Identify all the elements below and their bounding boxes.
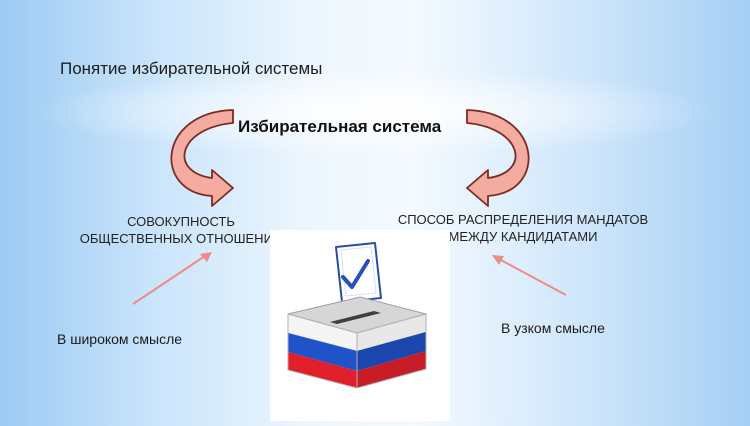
right-sense-label: В узком смысле [501, 320, 605, 336]
left-pointer-arrow-icon [132, 252, 212, 305]
left-curved-arrow-icon [170, 109, 234, 207]
left-sense-label: В широком смысле [57, 331, 183, 347]
left-definition-line-1: СОВОКУПНОСТЬ [127, 214, 235, 229]
ballot-card [335, 242, 382, 303]
check-mark-icon [341, 259, 370, 289]
right-definition-line-1: СПОСОБ РАСПРЕДЕЛЕНИЯ МАНДАТОВ [397, 212, 649, 227]
right-curved-arrow-icon [466, 109, 530, 207]
slide-title: Понятие избирательной системы [60, 59, 323, 78]
center-label: Избирательная система [238, 117, 442, 136]
right-definition-line-2: МЕЖДУ КАНДИДАТАМИ [448, 229, 598, 244]
right-definition: СПОСОБ РАСПРЕДЕЛЕНИЯ МАНДАТОВ МЕЖДУ КАНД… [383, 211, 663, 245]
ballot-image-panel [270, 230, 450, 421]
left-definition-line-2: ОБЩЕСТВЕННЫХ ОТНОШЕНИЙ [79, 231, 283, 246]
ballot-box-icon [287, 242, 428, 389]
right-pointer-arrow-icon [492, 255, 567, 296]
left-definition: СОВОКУПНОСТЬ ОБЩЕСТВЕННЫХ ОТНОШЕНИЙ [56, 213, 306, 247]
